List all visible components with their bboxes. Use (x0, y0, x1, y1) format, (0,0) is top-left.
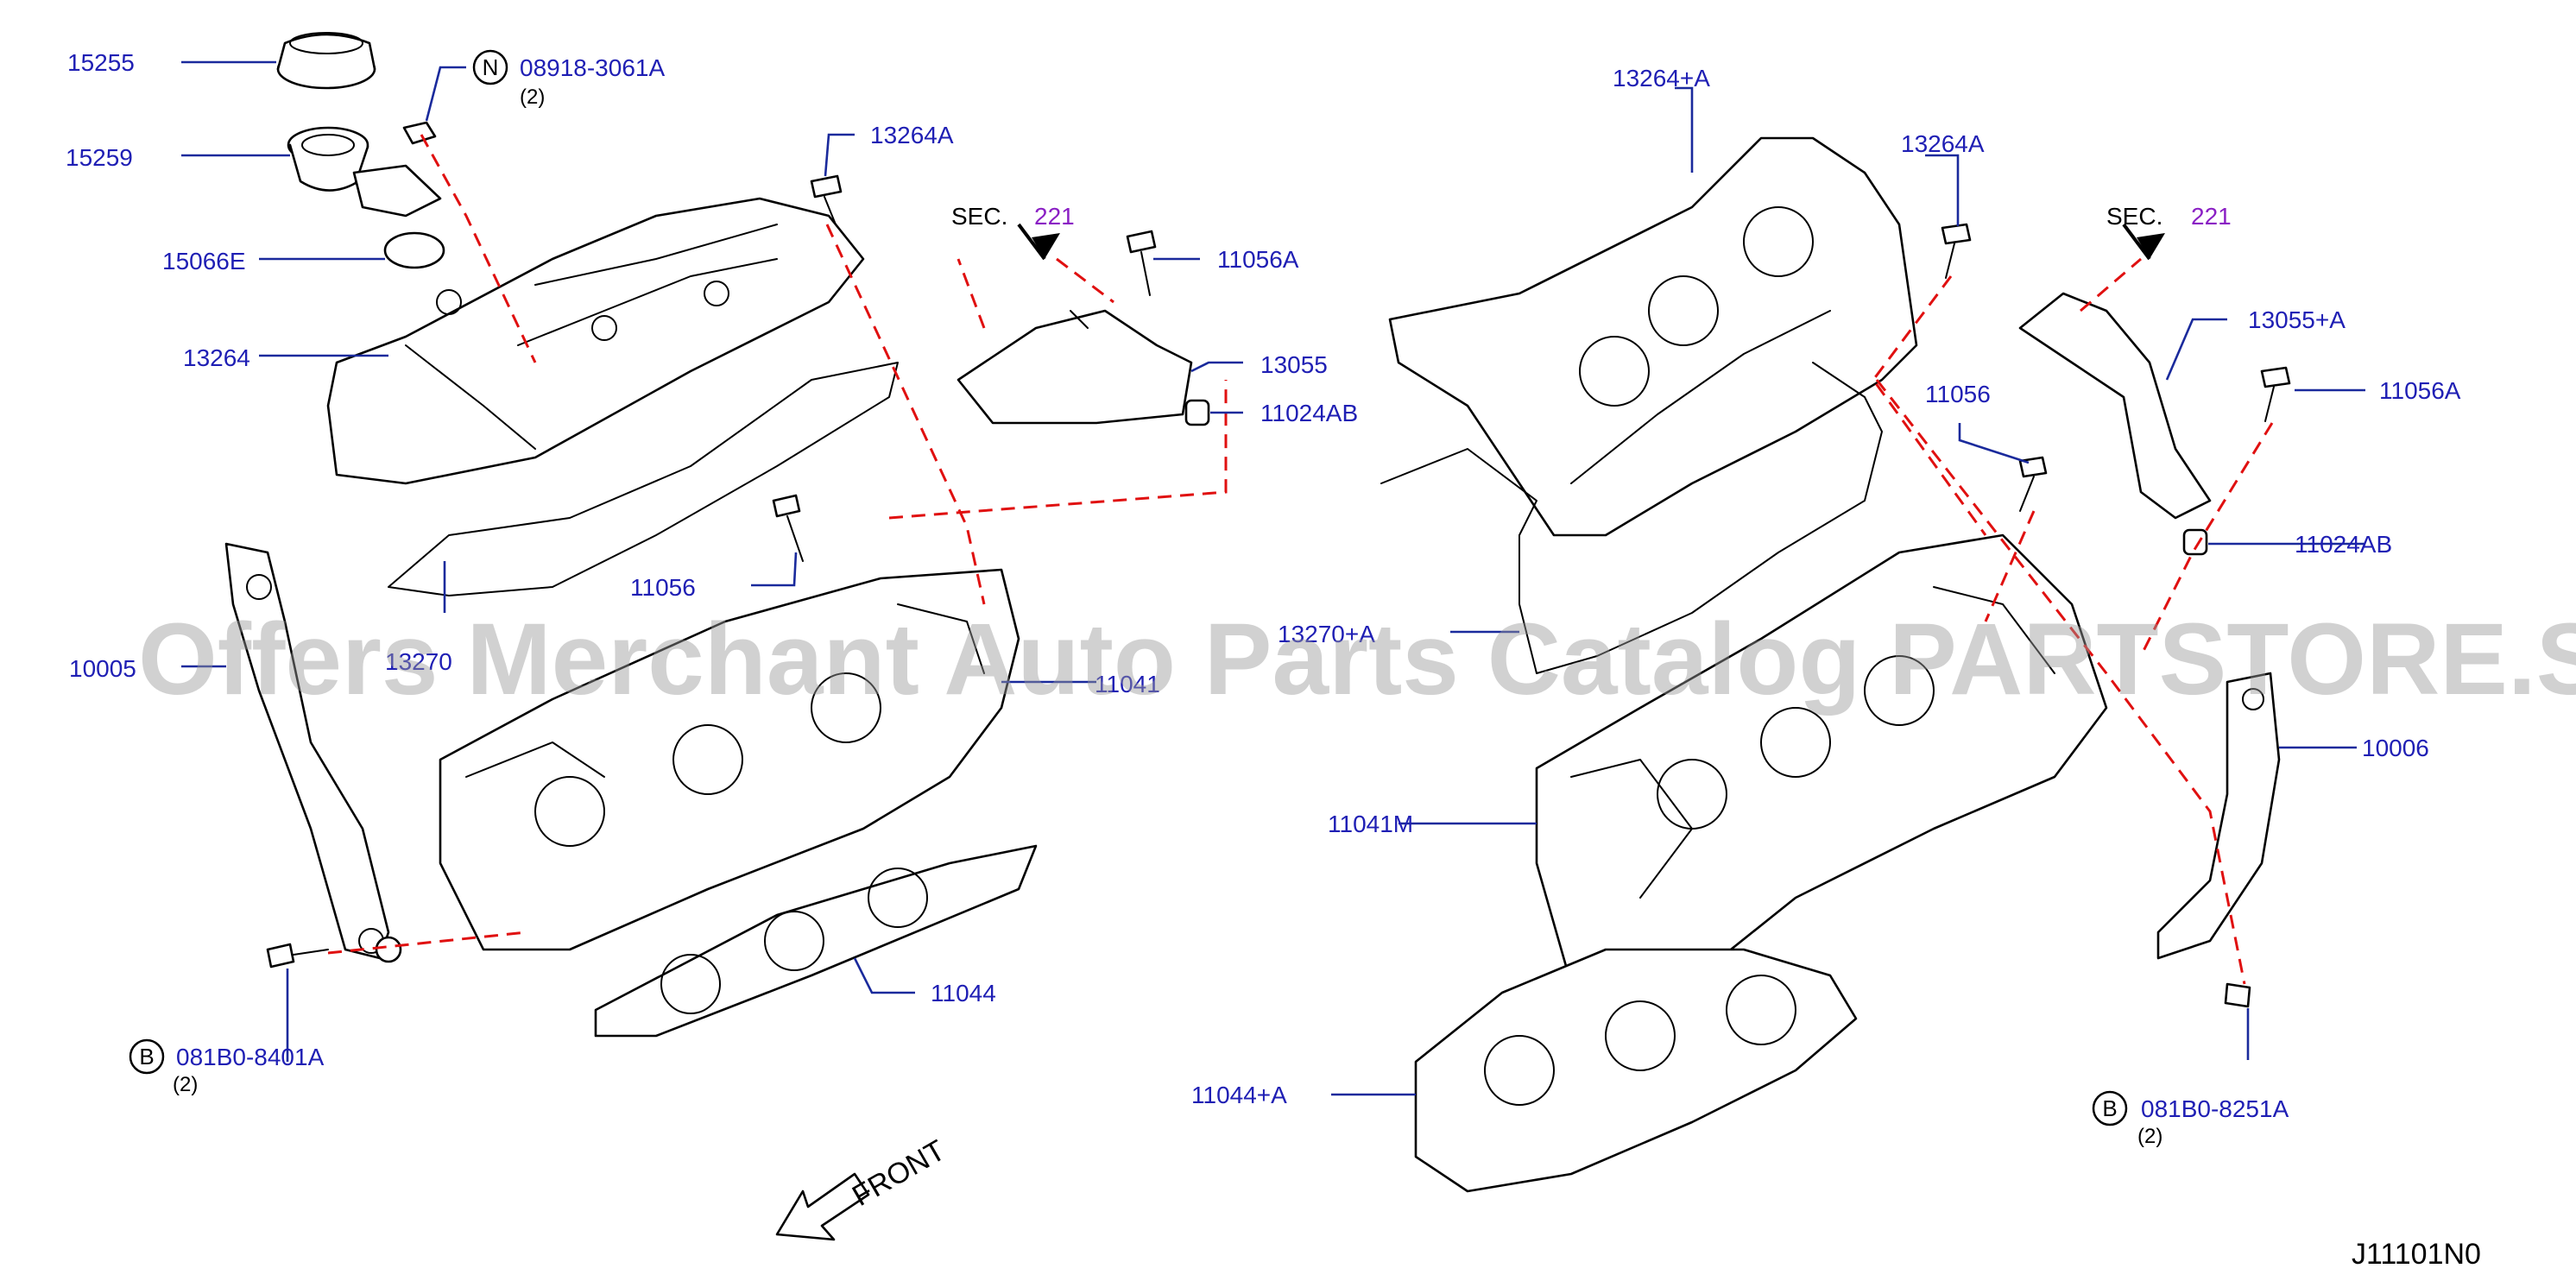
label-11056a-right: 11056A (2379, 377, 2461, 404)
label-081b0-8401a: 081B0-8401A (176, 1044, 325, 1070)
bolt-13264a-left-part (810, 174, 843, 225)
leader-lines (181, 60, 2365, 1096)
label-15259: 15259 (66, 144, 133, 171)
label-13264a-left: 13264A (870, 122, 954, 148)
label-13270: 13270 (385, 648, 452, 675)
head-gasket-left-part (594, 844, 1038, 1038)
sec-right-number: 221 (2191, 203, 2232, 230)
valve-cover-right-part (1388, 136, 1918, 537)
sec-right-prefix: SEC. (2106, 203, 2162, 230)
b-marker-right-circle (2092, 1090, 2128, 1126)
bracket-13055a-part (2018, 292, 2212, 520)
label-15066e: 15066E (162, 248, 246, 274)
label-bolt-right-qty: (2) (2137, 1125, 2162, 1148)
label-nut-qty: (2) (520, 85, 545, 109)
label-11044: 11044 (931, 980, 996, 1006)
diagram-code: J11101N0 (2352, 1238, 2481, 1271)
watermark-text: Offers Merchant Auto Parts Catalog PARTS… (138, 603, 2576, 716)
label-13264: 13264 (183, 344, 250, 371)
b-marker-right-letter: B (2102, 1095, 2117, 1121)
front-label: FRONT (847, 1133, 950, 1212)
label-13055-a: 13055+A (2248, 306, 2346, 333)
valve-cover-left-part (326, 197, 865, 485)
label-10006: 10006 (2362, 735, 2429, 761)
label-10005: 10005 (69, 655, 136, 682)
dashed-assembly-lines (327, 134, 2274, 985)
sec-left-prefix: SEC. (951, 203, 1007, 230)
bolt-13264a-right-part (1941, 223, 1972, 279)
cover-bolt-right-part (2260, 366, 2291, 422)
bolt-b-left-part (266, 936, 402, 969)
label-bolt-left-qty: (2) (173, 1073, 198, 1096)
label-13055: 13055 (1260, 351, 1328, 378)
n-marker-circle (472, 49, 508, 85)
filler-gasket-part (383, 231, 445, 269)
collar-right-part (2182, 528, 2208, 556)
b-marker-left-circle (129, 1038, 165, 1075)
label-11041m: 11041M (1328, 811, 1413, 837)
label-081b0-8251a: 081B0-8251A (2141, 1095, 2289, 1122)
head-gasket-right-part (1414, 948, 1858, 1193)
sec-arrow-left (1017, 223, 1060, 261)
bolt-11056-left-part (772, 494, 804, 562)
b-marker-left-letter: B (139, 1044, 154, 1070)
label-13270-a: 13270+A (1278, 621, 1375, 647)
label-11024ab-left: 11024AB (1260, 400, 1358, 426)
oil-filler-neck-part (287, 126, 442, 218)
n-marker-letter: N (483, 54, 499, 80)
label-08918-3061a: 08918-3061A (520, 54, 665, 81)
cylinder-head-left-part (439, 568, 1020, 951)
sec-left-number: 221 (1034, 203, 1075, 230)
plate-10006-part (2156, 672, 2281, 960)
label-11024ab-right: 11024AB (2295, 531, 2392, 558)
bracket-13055-part (957, 309, 1193, 425)
label-13264a-right: 13264A (1901, 130, 1985, 157)
label-11056-left: 11056 (630, 574, 696, 601)
oil-cap-part (276, 32, 376, 90)
label-11041: 11041 (1095, 671, 1160, 697)
nut-left-part (402, 121, 437, 145)
cover-bolt-left-part (1126, 230, 1157, 296)
label-15255: 15255 (67, 49, 135, 76)
bolt-11056-right-part (2018, 456, 2048, 512)
label-11044-a: 11044+A (1191, 1082, 1287, 1108)
label-11056a-left: 11056A (1217, 246, 1299, 273)
callout-labels: 15255 15259 15066E 13264 N 08918-3061A (… (66, 49, 2461, 1148)
label-13264-a: 13264+A (1613, 65, 1710, 92)
collar-left-part (1184, 399, 1210, 426)
bolt-b-right-part (2224, 982, 2251, 1008)
label-11056-right: 11056 (1925, 381, 1991, 407)
front-arrow (775, 1172, 870, 1241)
sec-arrow-right (2122, 223, 2165, 261)
valve-cover-gasket-right-part (1380, 362, 1883, 674)
valve-cover-gasket-left-part (388, 362, 899, 596)
